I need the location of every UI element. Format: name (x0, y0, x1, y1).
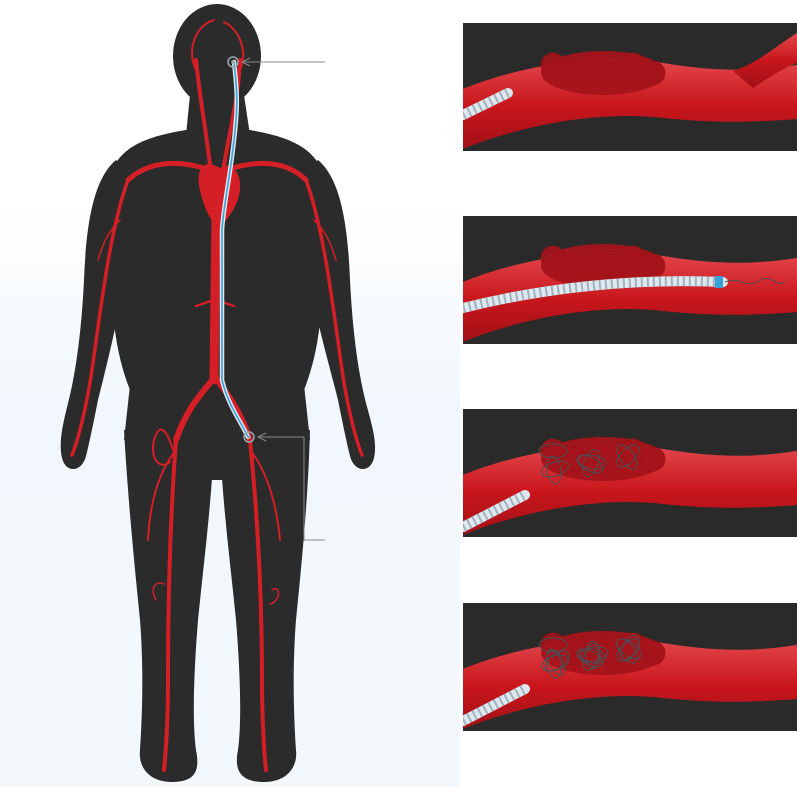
vessel-closeup (463, 603, 797, 731)
catheter-tip (715, 276, 723, 288)
vessel-closeup (463, 23, 797, 151)
vessel-closeup (463, 216, 797, 344)
body-silhouette (61, 4, 375, 782)
aneurysm-lobe (641, 641, 665, 665)
aneurysm-lobe (641, 254, 665, 278)
aneurysm-lobe (641, 447, 665, 471)
closeup-panel-step-3 (463, 409, 797, 537)
human-body-figure (0, 0, 460, 787)
closeup-panel-step-1 (463, 23, 797, 151)
aneurysm-lobe (641, 61, 665, 85)
closeup-panel-step-2 (463, 216, 797, 344)
closeup-panel-step-4 (463, 603, 797, 731)
vessel-closeup (463, 409, 797, 537)
